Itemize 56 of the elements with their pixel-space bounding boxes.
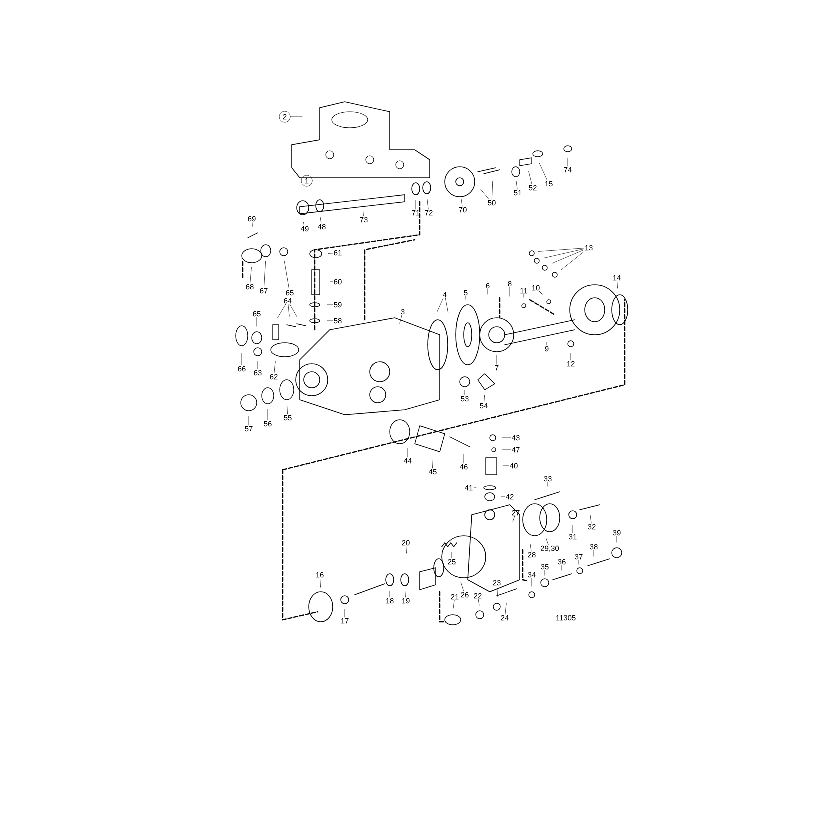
leader-line xyxy=(546,342,548,346)
leader-line xyxy=(288,304,290,317)
leader-line xyxy=(552,250,584,264)
leader-line xyxy=(570,353,572,361)
leader-line xyxy=(516,181,518,190)
leader-line xyxy=(528,171,532,185)
leader-line xyxy=(562,251,585,270)
leader-line xyxy=(505,603,507,615)
leader-line xyxy=(538,248,584,252)
leader-line xyxy=(590,515,592,524)
leader-line xyxy=(617,281,618,289)
leader-line xyxy=(460,582,464,592)
leader-line xyxy=(437,298,444,312)
leader-line xyxy=(320,578,321,588)
leader-line xyxy=(363,211,364,217)
leader-line xyxy=(546,538,549,546)
leader-line xyxy=(453,600,455,609)
leader-line xyxy=(501,496,506,498)
leader-line xyxy=(484,395,485,403)
leader-line xyxy=(427,199,429,210)
leader-line xyxy=(327,304,334,306)
leader-line xyxy=(464,390,466,396)
leader-line xyxy=(544,248,584,258)
leader-line xyxy=(496,355,498,365)
leader-line xyxy=(252,222,253,227)
leader-line xyxy=(256,317,258,327)
leader-line xyxy=(264,261,266,288)
leader-line xyxy=(512,516,515,522)
leader-line xyxy=(248,416,250,426)
leader-line xyxy=(478,599,480,606)
leader-line xyxy=(406,546,407,554)
leader-line xyxy=(284,261,290,290)
leader-line xyxy=(278,304,286,318)
leader-line xyxy=(328,253,334,254)
leader-line xyxy=(539,163,548,181)
leader-line xyxy=(544,570,546,576)
leader-line xyxy=(572,525,574,534)
leader-line xyxy=(445,298,448,313)
leader-line xyxy=(327,320,334,322)
leader-line xyxy=(287,404,288,415)
leader-line xyxy=(274,361,276,374)
leader-line xyxy=(497,586,498,597)
leader-line xyxy=(405,591,406,598)
leader-line xyxy=(616,536,618,543)
leader-line xyxy=(432,458,433,469)
leader-line xyxy=(530,544,532,552)
leader-line xyxy=(344,609,346,618)
leader-line xyxy=(400,315,402,324)
leader-line xyxy=(290,116,303,118)
leader-line xyxy=(492,181,494,200)
leader-line xyxy=(290,304,298,318)
leader-line xyxy=(250,267,252,284)
leader-line xyxy=(320,217,322,224)
leader-line xyxy=(461,199,463,207)
leader-line xyxy=(578,560,580,565)
leader-line xyxy=(480,188,490,200)
